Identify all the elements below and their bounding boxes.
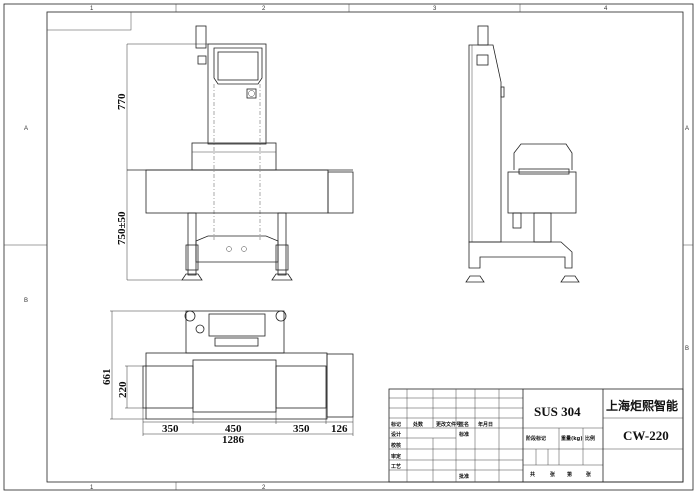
side-column: [468, 44, 502, 243]
dim-220: 220: [117, 381, 129, 398]
sheet-of: 第: [567, 471, 572, 478]
infeed-belt: [142, 365, 194, 409]
front-view: 770 750±50: [116, 25, 354, 281]
col-3: 3: [433, 6, 437, 12]
col-2-bottom: 2: [262, 485, 266, 491]
hdr-change-doc: 更改文件号: [436, 421, 461, 428]
row-b: B: [24, 298, 28, 304]
dim-661: 661: [101, 369, 113, 386]
dim-770: 770: [116, 93, 128, 110]
title-block: SUS 304 上海炬熙智能 CW-220 标记 处数 更改文件号 签名 年月日…: [388, 388, 684, 483]
row-a-right: A: [685, 126, 689, 132]
row-review: 审定: [391, 453, 401, 460]
drawing-frame: 1 2 3 4 1 2 A B A B: [3, 3, 694, 491]
row-check: 校核: [391, 442, 401, 449]
approve: 批准: [459, 473, 469, 480]
sheet-total: 共: [530, 471, 535, 478]
sheet-unit-2: 张: [586, 471, 592, 478]
conveyor-frame: [145, 169, 329, 214]
model-number: CW-220: [623, 428, 669, 443]
dim-350-b: 350: [293, 423, 310, 435]
stage-mark: 阶段标记: [526, 435, 546, 442]
column: [207, 43, 267, 145]
dim-126: 126: [331, 423, 348, 435]
hdr-count: 处数: [412, 421, 424, 428]
top-view: 661 220 350 450 350 126 1286: [101, 310, 354, 446]
standardize: 标准: [458, 431, 469, 438]
dim-750: 750±50: [116, 211, 128, 245]
dim-350-a: 350: [162, 423, 179, 435]
hdr-date: 年月日: [478, 421, 493, 428]
power-switch: [246, 88, 257, 99]
side-box: [327, 171, 354, 214]
sheet-unit-1: 张: [550, 471, 556, 478]
row-process: 工艺: [391, 463, 401, 470]
scale-label: 比例: [585, 435, 595, 442]
dim-450: 450: [225, 423, 242, 435]
weigh-belt: [192, 359, 277, 413]
col-1: 1: [90, 6, 94, 12]
side-conveyor: [507, 171, 577, 214]
hdr-sign: 签名: [458, 421, 469, 428]
dim-1286: 1286: [222, 434, 245, 446]
weigh-head: [191, 142, 277, 171]
material: SUS 304: [534, 404, 581, 419]
outfeed-belt: [275, 365, 327, 409]
row-b-right: B: [685, 346, 689, 352]
base: [468, 241, 573, 269]
touch-screen: [217, 51, 259, 81]
company-name: 上海炬熙智能: [606, 398, 678, 413]
top-left-box: [46, 11, 132, 31]
col-4: 4: [604, 6, 608, 12]
weight-label: 重量(kg): [561, 435, 582, 442]
row-design: 设计: [391, 431, 401, 438]
hdr-mark: 标记: [390, 421, 401, 428]
col-2: 2: [262, 6, 266, 12]
col-1-bottom: 1: [90, 485, 94, 491]
row-a: A: [24, 126, 28, 132]
signal-tower: [195, 25, 207, 49]
side-view: [465, 25, 580, 283]
